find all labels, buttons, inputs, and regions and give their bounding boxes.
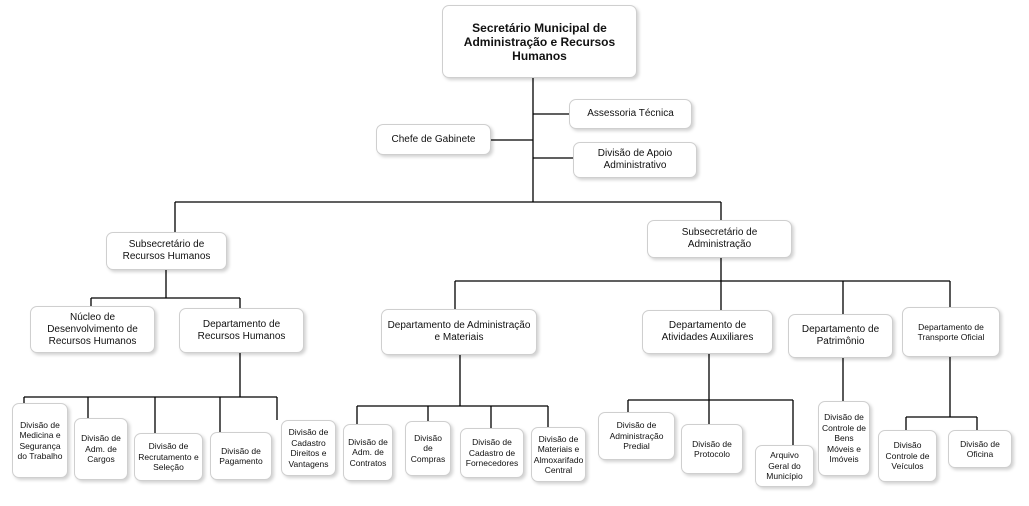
node-div-medicina[interactable]: Divisão de Medicina e Segurança do Traba… bbox=[12, 403, 68, 478]
node-div-cadastro-fornecedores[interactable]: Divisão de Cadastro de Fornecedores bbox=[460, 428, 524, 478]
node-subsecretario-adm[interactable]: Subsecretário de Administração bbox=[647, 220, 792, 258]
node-div-adm-contratos[interactable]: Divisão de Adm. de Contratos bbox=[343, 424, 393, 481]
node-div-adm-cargos[interactable]: Divisão de Adm. de Cargos bbox=[74, 418, 128, 480]
node-div-cadastro-direitos[interactable]: Divisão de Cadastro Direitos e Vantagens bbox=[281, 420, 336, 476]
node-dept-patrimonio[interactable]: Departamento de Patrimônio bbox=[788, 314, 893, 358]
node-assessoria-tecnica[interactable]: Assessoria Técnica bbox=[569, 99, 692, 129]
node-dept-atividades-auxiliares[interactable]: Departamento de Atividades Auxiliares bbox=[642, 310, 773, 354]
node-arquivo-geral[interactable]: Arquivo Geral do Município bbox=[755, 445, 814, 487]
node-chefe-gabinete[interactable]: Chefe de Gabinete bbox=[376, 124, 491, 155]
node-div-adm-predial[interactable]: Divisão de Administração Predial bbox=[598, 412, 675, 460]
node-dept-transporte[interactable]: Departamento de Transporte Oficial bbox=[902, 307, 1000, 357]
node-secretario[interactable]: Secretário Municipal de Administração e … bbox=[442, 5, 637, 78]
node-dept-rh[interactable]: Departamento de Recursos Humanos bbox=[179, 308, 304, 353]
node-div-recrutamento[interactable]: Divisão de Recrutamento e Seleção bbox=[134, 433, 203, 481]
node-dept-adm-materiais[interactable]: Departamento de Administração e Materiai… bbox=[381, 309, 537, 355]
node-div-compras[interactable]: Divisão de Compras bbox=[405, 421, 451, 476]
node-div-materiais[interactable]: Divisão de Materiais e Almoxarifado Cent… bbox=[531, 427, 586, 482]
node-div-controle-veiculos[interactable]: Divisão Controle de Veículos bbox=[878, 430, 937, 482]
node-nucleo-desenvolvimento[interactable]: Núcleo de Desenvolvimento de Recursos Hu… bbox=[30, 306, 155, 353]
node-div-pagamento[interactable]: Divisão de Pagamento bbox=[210, 432, 272, 480]
node-div-controle-bens[interactable]: Divisão de Controle de Bens Móveis e Imó… bbox=[818, 401, 870, 476]
node-divisao-apoio[interactable]: Divisão de Apoio Administrativo bbox=[573, 142, 697, 178]
node-div-protocolo[interactable]: Divisão de Protocolo bbox=[681, 424, 743, 474]
node-subsecretario-rh[interactable]: Subsecretário de Recursos Humanos bbox=[106, 232, 227, 270]
node-div-oficina[interactable]: Divisão de Oficina bbox=[948, 430, 1012, 468]
